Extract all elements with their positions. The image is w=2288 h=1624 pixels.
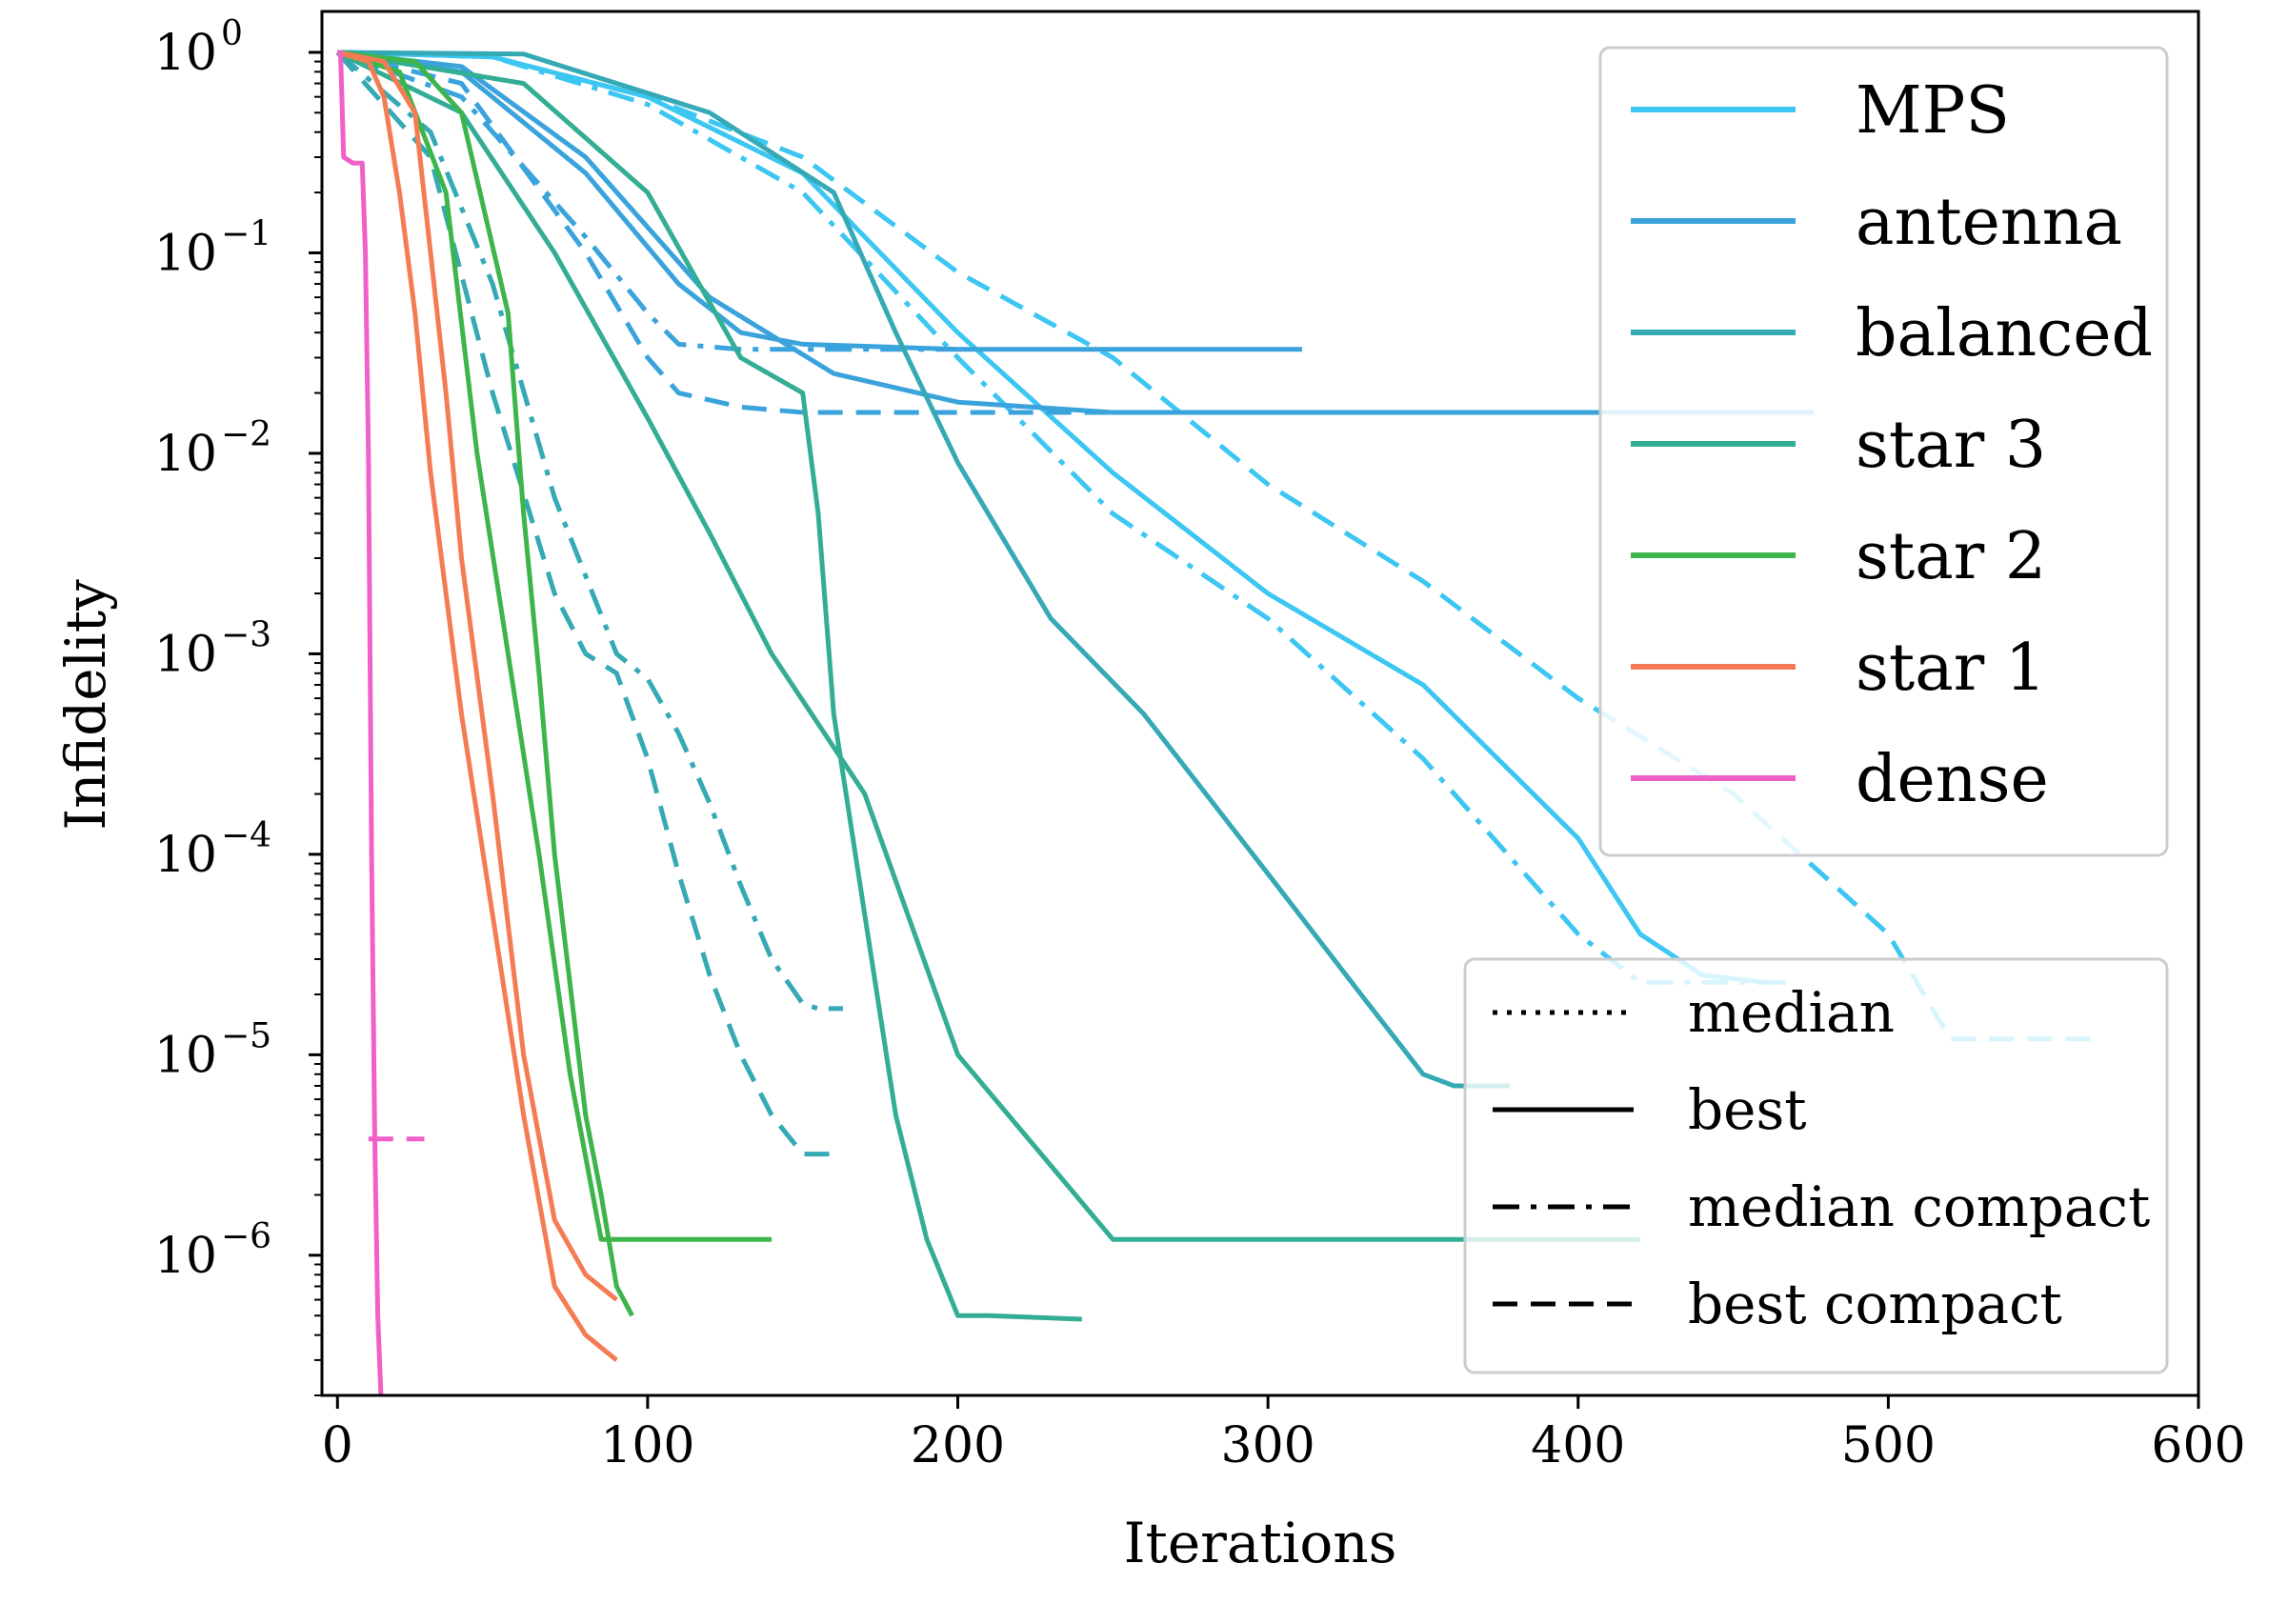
- legend-style-label-median: median: [1688, 980, 1895, 1045]
- series-antenna-best-compact: [336, 50, 1815, 415]
- series-balanced-median-compact: [335, 50, 843, 1012]
- x-tick-label: 200: [911, 1417, 1005, 1474]
- y-tick-label: 10: [154, 426, 217, 483]
- y-tick-exponent: −4: [221, 816, 271, 855]
- y-tick-exponent: −5: [221, 1016, 271, 1055]
- y-tick-label: 10: [154, 1027, 217, 1084]
- y-tick-label: 10: [154, 25, 217, 82]
- series-star-3-best: [336, 50, 1082, 1322]
- x-tick-label: 400: [1531, 1417, 1625, 1474]
- y-tick-label: 10: [154, 225, 217, 282]
- legend-label-star-1: star 1: [1856, 631, 2046, 706]
- legend-label-star-3: star 3: [1856, 408, 2046, 483]
- series-star-1-best: [336, 50, 618, 1362]
- x-tick-label: 600: [2151, 1417, 2245, 1474]
- legend-line-styles: median best median compact best compact: [1463, 957, 2169, 1374]
- series-antenna-median-compact: [336, 50, 958, 352]
- x-tick-label: 300: [1221, 1417, 1315, 1474]
- series-balanced-best: [337, 50, 1511, 1089]
- legend-series-box: [1598, 46, 2169, 857]
- legend-label-antenna: antenna: [1856, 185, 2122, 260]
- legend-style-label-median-compact: median compact: [1688, 1174, 2150, 1239]
- legend-styles-box: [1463, 957, 2169, 1374]
- legend-style-label-best-compact: best compact: [1688, 1272, 2062, 1336]
- series-antenna-median: [336, 50, 1302, 352]
- y-tick-label: 10: [154, 1228, 217, 1285]
- legend-series: MPS antenna balanced star 3 star 2 star 1 dens…: [1598, 46, 2169, 857]
- y-tick-label: 10: [154, 827, 217, 884]
- series-star-1-median: [336, 50, 618, 1302]
- series-star-2-median: [336, 50, 773, 1242]
- legend-label-mps: MPS: [1856, 73, 2010, 149]
- x-tick-label: 100: [600, 1417, 694, 1474]
- y-tick-exponent: −6: [221, 1217, 271, 1256]
- y-tick-exponent: −2: [221, 415, 271, 454]
- y-axis-label: Infidelity: [53, 579, 118, 831]
- legend-style-label-best: best: [1688, 1077, 1807, 1142]
- x-tick-label: 500: [1841, 1417, 1936, 1474]
- y-tick-exponent: 0: [221, 14, 243, 53]
- legend-label-star-2: star 2: [1856, 519, 2046, 594]
- legend-label-balanced: balanced: [1856, 296, 2153, 371]
- x-tick-label: 0: [322, 1417, 353, 1474]
- y-tick-label: 10: [154, 626, 217, 683]
- plot-frame: [320, 10, 2200, 1397]
- series-dense-best: [337, 50, 384, 1395]
- series-balanced-best-compact: [335, 50, 834, 1157]
- series-star-2-best: [337, 50, 634, 1317]
- series-layer: [335, 50, 2094, 1395]
- x-axis-label: Iterations: [1124, 1511, 1397, 1575]
- y-tick-exponent: −3: [221, 615, 271, 654]
- legend-label-dense: dense: [1856, 742, 2049, 817]
- series-star-3-median: [336, 50, 1640, 1242]
- y-tick-exponent: −1: [221, 214, 271, 253]
